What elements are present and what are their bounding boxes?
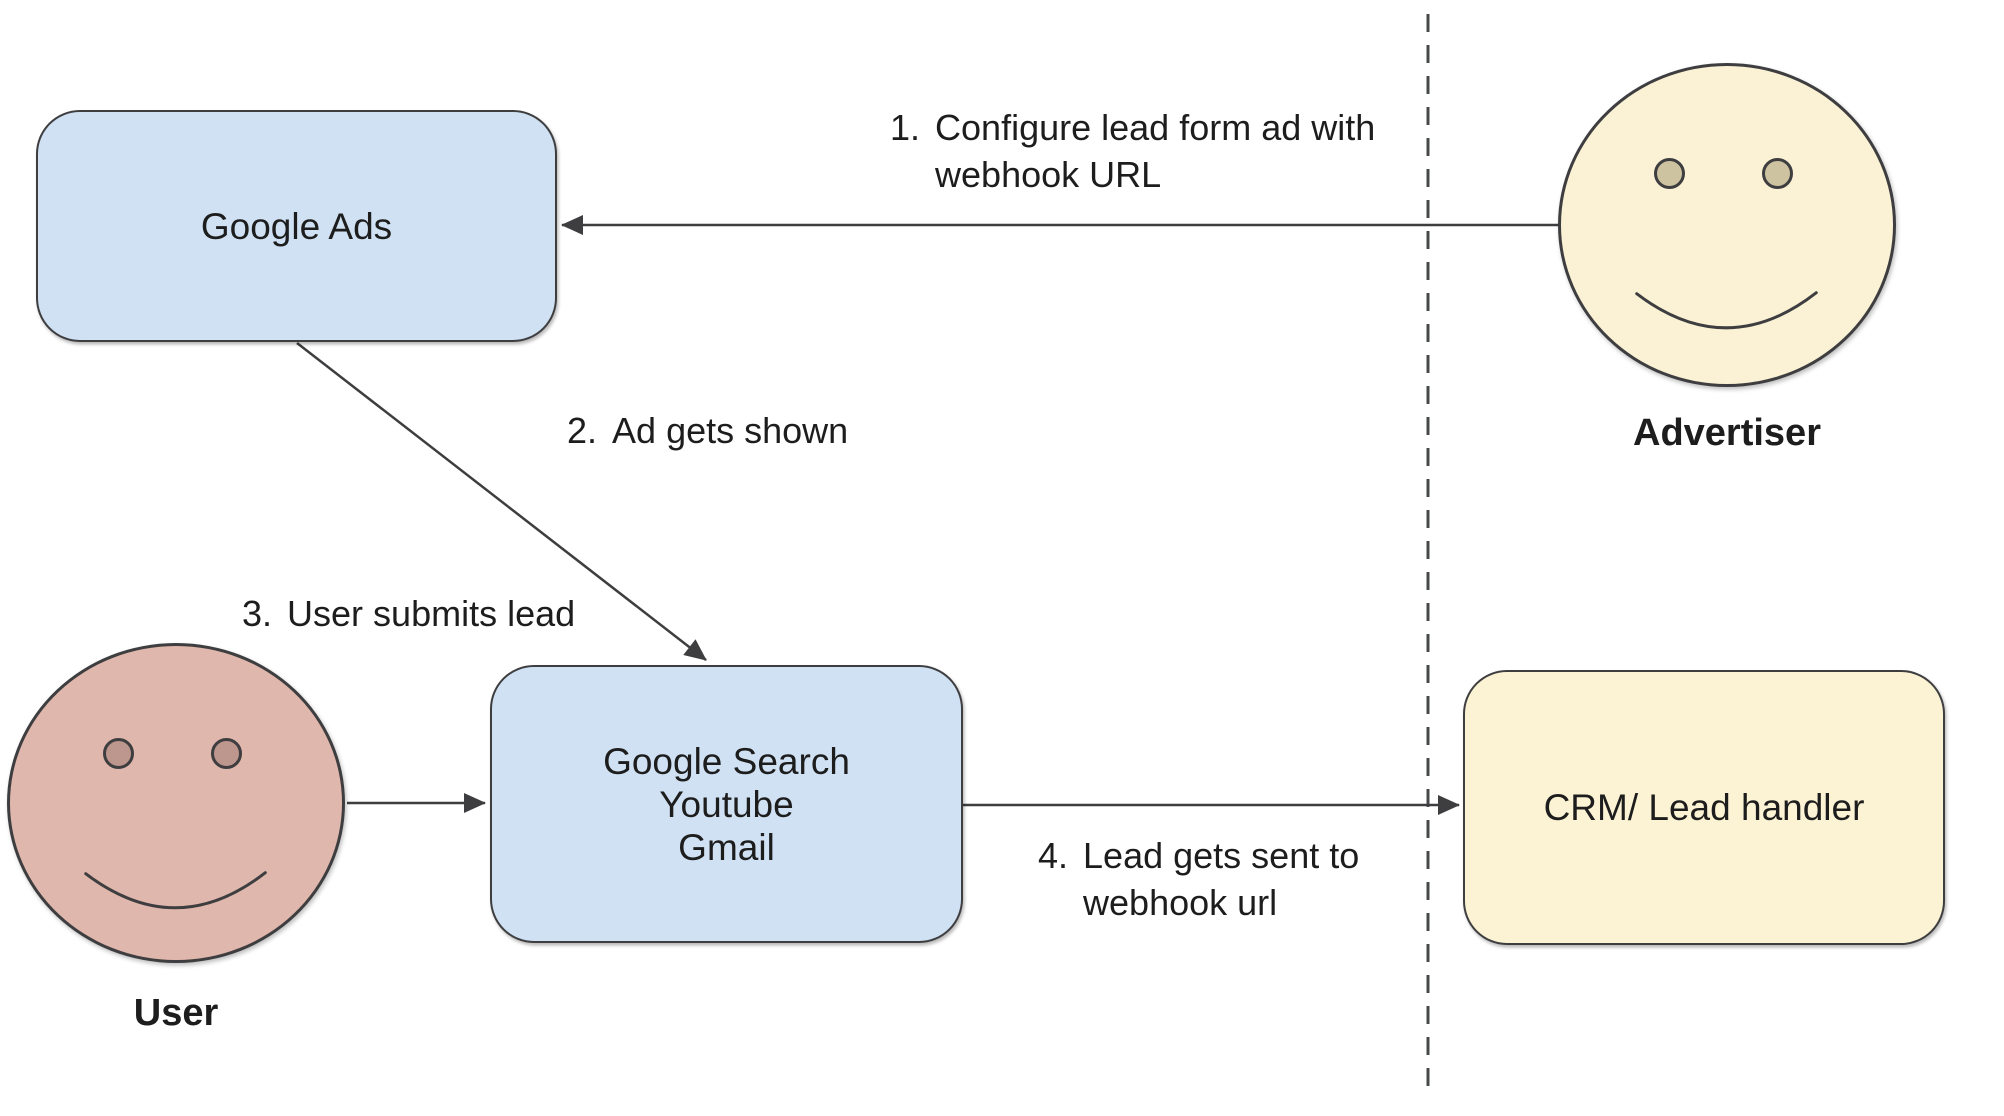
step-3-line1: User submits lead: [287, 593, 576, 634]
step-2-number: 2.: [567, 410, 598, 451]
step-1-line1: Configure lead form ad with: [935, 107, 1376, 148]
step-3-number: 3.: [242, 593, 273, 634]
step-1-number: 1.: [890, 107, 921, 148]
node-google-ads: Google Ads: [36, 110, 557, 342]
platforms-line-youtube: Youtube: [659, 783, 794, 825]
advertiser-eye-left-icon: [1654, 158, 1685, 189]
advertiser-face-icon: [1558, 63, 1896, 387]
platforms-line-google-search: Google Search: [603, 740, 850, 782]
step-1-text: Configure lead form ad with webhook URL: [935, 104, 1375, 198]
step-1-line2: webhook URL: [935, 154, 1162, 195]
step-label-2: 2. Ad gets shown: [567, 407, 848, 454]
user-smile-icon: [84, 871, 267, 910]
user-eye-right-icon: [211, 738, 242, 769]
node-crm-lead-handler: CRM/ Lead handler: [1463, 670, 1945, 945]
step-2-text: Ad gets shown: [612, 407, 848, 454]
advertiser-label: Advertiser: [1633, 412, 1821, 454]
step-4-line2: webhook url: [1083, 882, 1278, 923]
advertiser-smile-icon: [1635, 291, 1818, 330]
step-3-text: User submits lead: [287, 590, 575, 637]
step-4-line1: Lead gets sent to: [1083, 835, 1360, 876]
user-eye-left-icon: [103, 738, 134, 769]
advertiser-eye-right-icon: [1762, 158, 1793, 189]
step-2-line1: Ad gets shown: [612, 410, 849, 451]
step-label-4: 4. Lead gets sent to webhook url: [1038, 832, 1359, 926]
step-label-3: 3. User submits lead: [242, 590, 575, 637]
node-google-platforms: Google Search Youtube Gmail: [490, 665, 963, 943]
node-crm-label: CRM/ Lead handler: [1543, 787, 1865, 828]
user-label: User: [133, 992, 219, 1034]
step-4-number: 4.: [1038, 835, 1069, 876]
node-google-platforms-label: Google Search Youtube Gmail: [603, 740, 850, 869]
platforms-line-gmail: Gmail: [678, 826, 775, 868]
node-google-ads-label: Google Ads: [200, 205, 393, 247]
step-label-1: 1. Configure lead form ad with webhook U…: [890, 104, 1375, 198]
user-face-icon: [7, 643, 345, 963]
step-4-text: Lead gets sent to webhook url: [1083, 832, 1359, 926]
